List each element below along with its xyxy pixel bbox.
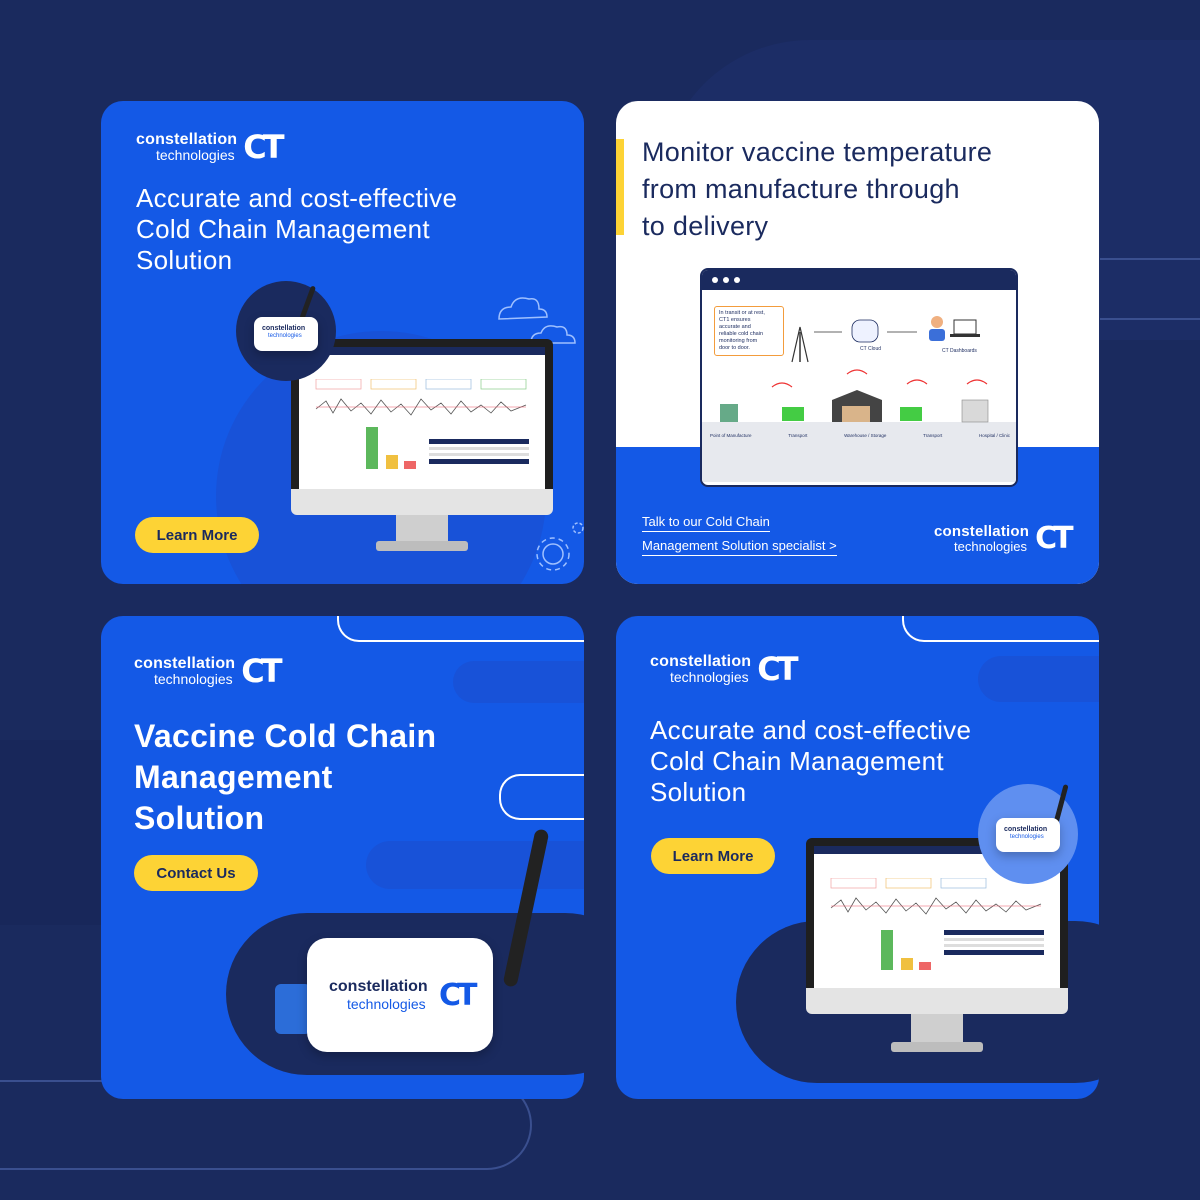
decorative-pill-2 bbox=[366, 841, 584, 889]
contact-us-button[interactable]: Contact Us bbox=[134, 855, 258, 891]
yellow-accent-bar bbox=[616, 139, 624, 235]
learn-more-button[interactable]: Learn More bbox=[135, 517, 259, 553]
sensor-device: constellation technologies bbox=[254, 317, 318, 351]
ct-logo-icon: CT bbox=[243, 128, 284, 166]
bg-band-left bbox=[0, 740, 120, 925]
sensor-device: constellation technologies CT bbox=[307, 938, 493, 1052]
ct-logo-icon: CT bbox=[1035, 521, 1074, 556]
learn-more-button[interactable]: Learn More bbox=[651, 838, 775, 874]
decorative-outline-top bbox=[337, 616, 584, 642]
brand-subname: technologies bbox=[156, 147, 235, 163]
cloud-label: CT Cloud bbox=[860, 346, 882, 352]
brand-name: constellation bbox=[650, 653, 752, 670]
headline: Vaccine Cold Chain Management Solution bbox=[134, 718, 437, 836]
ad-card-cold-chain-monitor: constellation technologies CT Accurate a… bbox=[101, 101, 584, 584]
decorative-outline-pill bbox=[499, 774, 584, 820]
brand-subname: technologies bbox=[670, 669, 749, 685]
browser-window: In transit or at rest, CT1 ensures accur… bbox=[700, 268, 1018, 487]
monitor-illustration bbox=[291, 339, 556, 554]
supply-chain-diagram-icon bbox=[702, 316, 1016, 482]
dashboard-chart-icon bbox=[315, 379, 529, 469]
ad-card-vaccine-solution: constellation technologies CT Vaccine Co… bbox=[101, 616, 584, 1099]
dashboard-label: CT Dashboards bbox=[942, 348, 977, 354]
headline: Monitor vaccine temperature from manufac… bbox=[642, 137, 993, 241]
dashboard-chart-icon bbox=[830, 878, 1044, 970]
gear-icon bbox=[536, 522, 584, 571]
device-bubble: constellation technologies bbox=[236, 281, 336, 381]
brand-logo: constellation technologies CT bbox=[134, 652, 283, 690]
brand-logo: constellation technologies CT bbox=[136, 128, 285, 166]
brand-logo: constellation technologies CT bbox=[934, 521, 1074, 556]
brand-name: constellation bbox=[934, 523, 1030, 540]
ad-card-cold-chain-accurate: constellation technologies CT Accurate a… bbox=[616, 616, 1099, 1099]
headline: Accurate and cost-effective Cold Chain M… bbox=[136, 183, 458, 275]
ct-logo-icon: CT bbox=[757, 650, 798, 688]
ct-logo-icon: CT bbox=[241, 652, 282, 690]
brand-name: constellation bbox=[134, 655, 236, 672]
cloud-icon bbox=[498, 297, 576, 344]
brand-subname: technologies bbox=[954, 539, 1027, 554]
specialist-link-line-2[interactable]: Management Solution specialist > bbox=[642, 538, 837, 556]
specialist-link-line-1[interactable]: Talk to our Cold Chain bbox=[642, 514, 770, 532]
headline: Accurate and cost-effective Cold Chain M… bbox=[650, 715, 972, 807]
brand-name: constellation bbox=[136, 131, 238, 148]
brand-logo: constellation technologies CT bbox=[650, 650, 799, 688]
bg-line-right-2 bbox=[1100, 318, 1200, 320]
ad-card-vaccine-monitor: Monitor vaccine temperature from manufac… bbox=[616, 101, 1099, 584]
decorative-pill-1 bbox=[453, 661, 584, 703]
ct-logo-icon: CT bbox=[439, 978, 478, 1013]
sensor-device: constellation technologies bbox=[996, 818, 1060, 852]
stage-labels: Point of Manufacture Transport Warehouse… bbox=[710, 433, 1010, 438]
bg-line-right bbox=[1100, 258, 1200, 260]
decorative-pill-1 bbox=[978, 656, 1099, 702]
decorative-outline-top bbox=[902, 616, 1099, 642]
brand-subname: technologies bbox=[154, 671, 233, 687]
diagram-callout: In transit or at rest, CT1 ensures accur… bbox=[714, 306, 784, 356]
window-dots-icon bbox=[712, 277, 740, 283]
connector-icon bbox=[275, 984, 311, 1034]
device-bubble: constellation technologies bbox=[978, 784, 1078, 884]
